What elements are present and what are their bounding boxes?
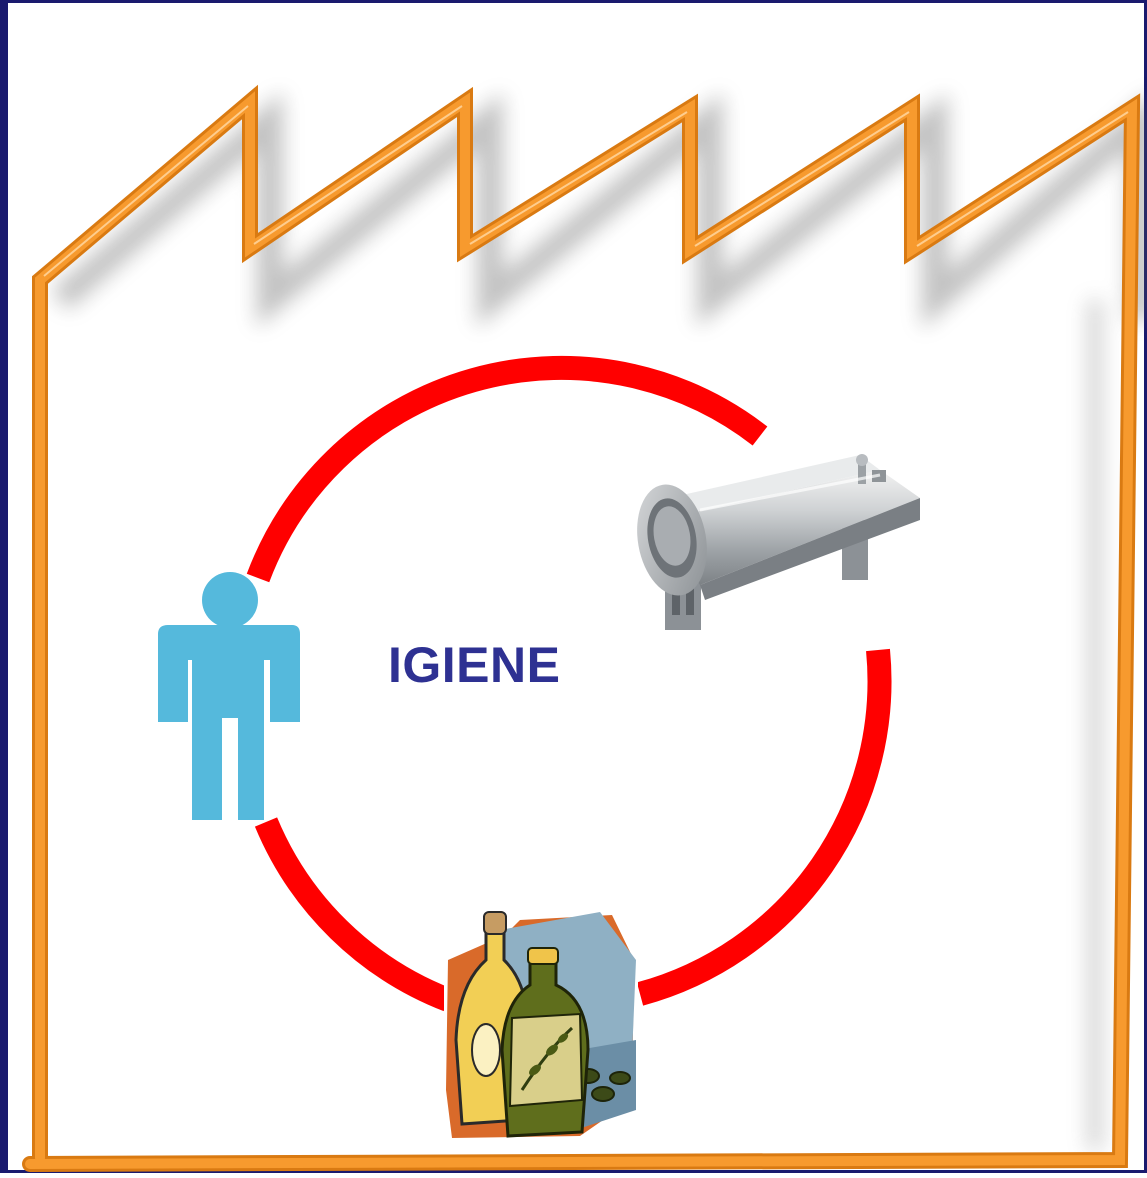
industrial-machine-image xyxy=(629,454,920,630)
frame-left-band xyxy=(0,0,8,1173)
person-icon xyxy=(158,572,300,820)
oil-bottles-image xyxy=(444,910,638,1140)
cycle-ring xyxy=(258,368,880,1000)
center-label: IGIENE xyxy=(388,640,560,690)
